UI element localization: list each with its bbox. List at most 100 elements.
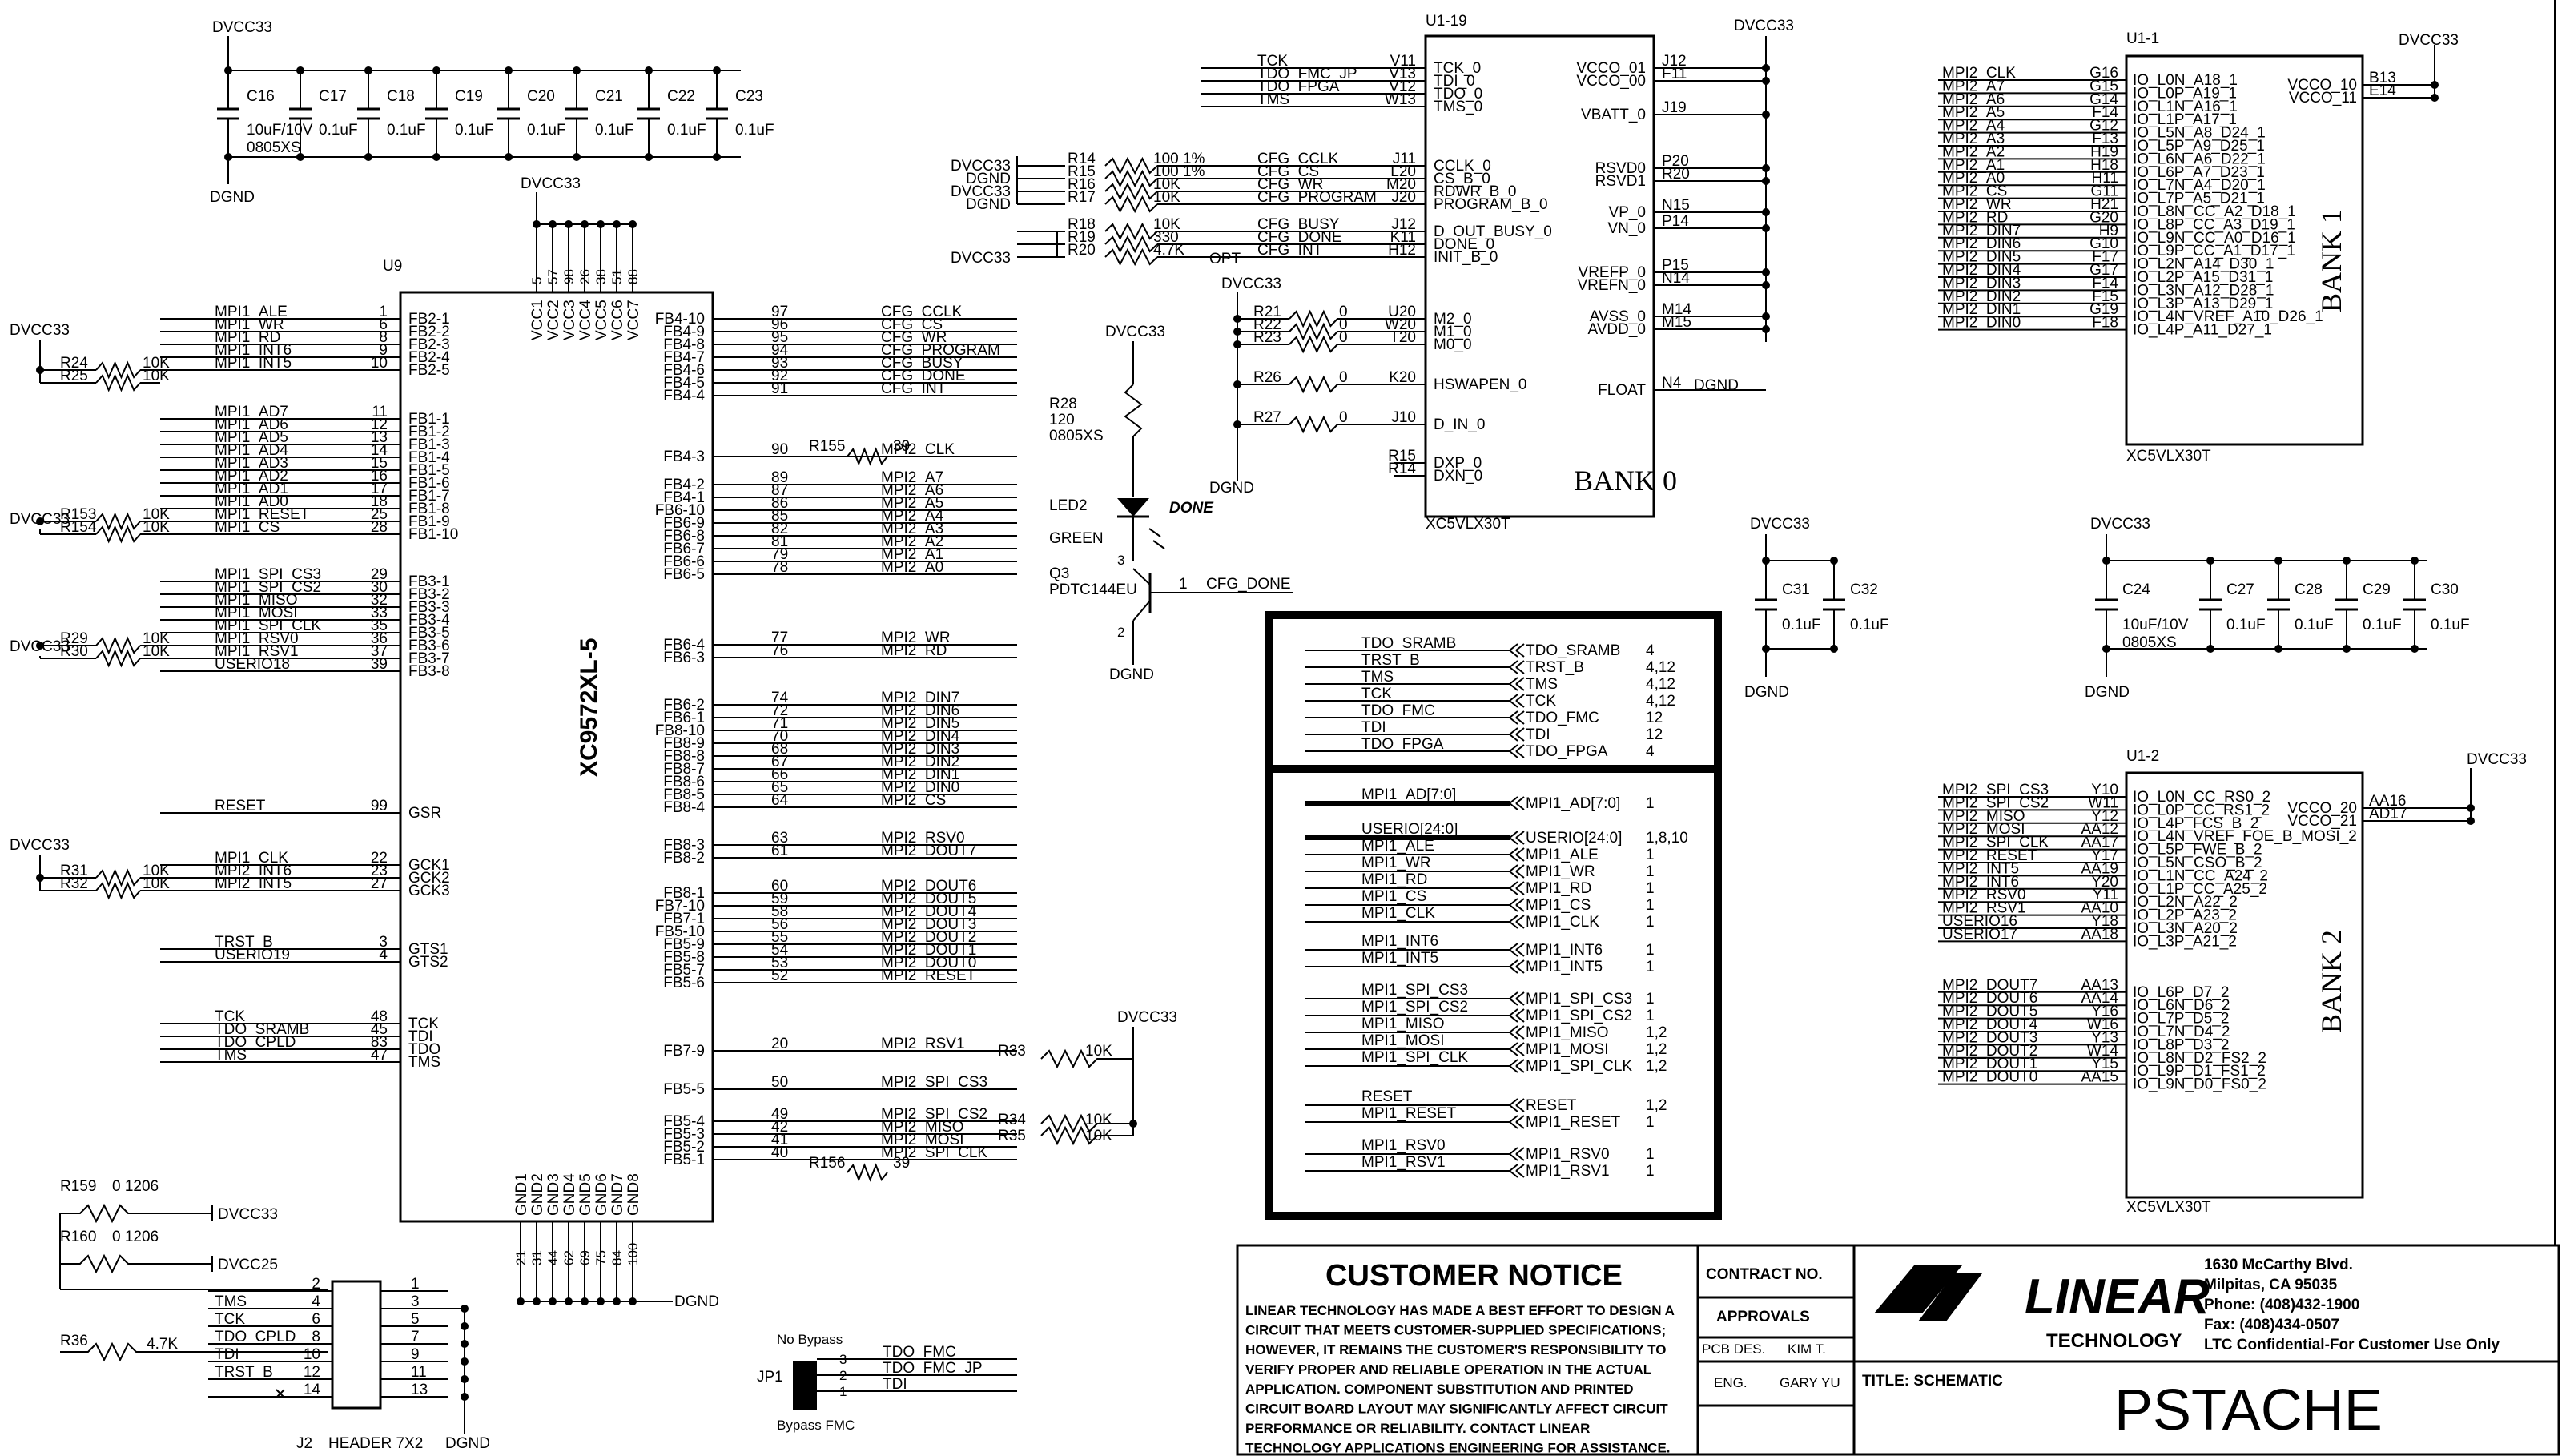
j2-left-pin: 6 [312, 1311, 320, 1328]
bank-pin-name: IO_L2P_A23_2 [2133, 907, 2237, 924]
u9-left-pinname: GCK1 [408, 857, 450, 874]
u9-gnd-pinname: GND3 [545, 1173, 562, 1216]
bank0-right-name: VREFN_0 [1577, 277, 1646, 294]
jtag-box-port: TDO_FPGA [1526, 743, 1608, 760]
mpi-box-pages: 1,2 [1646, 1058, 1667, 1075]
bank-pin-net: MPI2_DOUT2 [1942, 1043, 2037, 1060]
cap-ref: C21 [595, 88, 623, 105]
bank0-right-pin: N4 [1662, 375, 1682, 392]
u9-gnd-pinnum: 75 [593, 1250, 609, 1265]
pcb-des-name: KIM T. [1788, 1341, 1826, 1357]
u9-right-net: MPI2_SPI_CS2 [881, 1106, 987, 1123]
u9-vcc-pinnum: 5 [529, 277, 545, 284]
capacitor-c28 [2267, 561, 2290, 649]
mpi-box-port: MPI1_AD[7:0] [1526, 795, 1620, 812]
u9-right-net: MPI2_MOSI [881, 1132, 963, 1148]
pullup-val: 10K [143, 519, 170, 536]
capacitor-c29 [2335, 561, 2358, 649]
u9-right-pinnum: 60 [771, 878, 788, 895]
u9-left-net: MPI2_INT6 [215, 863, 292, 879]
j2-left-net: TDO_CPLD [215, 1329, 296, 1345]
jtag-box-pages: 4 [1646, 743, 1655, 760]
u9-vcc-pinnum: 26 [577, 269, 593, 284]
bank-pin-net: MPI2_DOUT6 [1942, 990, 2037, 1007]
u9-left-pinname: FB2-3 [408, 336, 450, 353]
u9-gnd-pinname: GND2 [529, 1173, 546, 1216]
capacitor-c27 [2199, 561, 2222, 649]
bank-pin-net: MPI2_A2 [1942, 143, 2005, 160]
u9-left-net: MPI1_AD2 [215, 468, 288, 485]
pullup-val: 10K [143, 630, 170, 647]
cap-val: 0.1uF [2431, 617, 2470, 633]
bank-pin-name: IO_L9N_CC_A0_D16_1 [2133, 230, 2296, 247]
bank-pin-name: IO_L6N_A6_D22_1 [2133, 151, 2266, 167]
cap-val: 0.1uF [2226, 617, 2266, 633]
capacitor-c19 [425, 70, 448, 157]
u9-right-pinname: FB8-2 [663, 850, 705, 867]
u9-left-pinname: FB1-1 [408, 411, 450, 428]
cap-ref: C29 [2363, 581, 2391, 598]
offpage-arrow-icon [1509, 991, 1525, 1006]
r159-ref: R159 [60, 1178, 96, 1195]
offpage-arrow-icon [1509, 1008, 1525, 1023]
u9-left-pinname: GSR [408, 805, 441, 822]
cfg-net: CFG_INT [1257, 242, 1323, 259]
u9-right-pinnum: 79 [771, 546, 788, 563]
bank-pin-net: MPI2_DIN4 [1942, 262, 2021, 279]
cap-pkg: 0805XS [247, 139, 301, 156]
cap-ref: C18 [387, 88, 415, 105]
r155-ref: R155 [809, 438, 845, 455]
bank0-right-pin: M14 [1662, 301, 1691, 318]
u9-left-pinnum: 33 [371, 605, 388, 621]
cfg-pin: L20 [1390, 163, 1416, 180]
u9-right-net: MPI2_A7 [881, 469, 943, 486]
mode-resistor-val: 0 [1339, 304, 1348, 320]
u9-left-pinname: FB1-2 [408, 424, 450, 440]
mpi-box-port: MPI1_MOSI [1526, 1041, 1608, 1058]
q3-pin2: 2 [1117, 625, 1124, 640]
mpi-box-port: MPI1_INT6 [1526, 942, 1603, 959]
mode-resistor-val: 0 [1339, 409, 1348, 426]
u9-left-pinnum: 27 [371, 875, 388, 892]
u9-right-pinnum: 67 [771, 754, 788, 770]
cap-ref: C31 [1782, 581, 1810, 598]
bank0-jtag-net: TDO_FMC_JP [1257, 66, 1357, 82]
mode-resistor-val: 0 [1339, 369, 1348, 386]
r156-ref: R156 [809, 1155, 845, 1172]
bank-pin-num: Y16 [2091, 1004, 2118, 1020]
jtag-box-pages: 4,12 [1646, 659, 1675, 676]
u9-vcc-pinname: VCC7 [625, 300, 642, 340]
jtag-box-net: TRST_B [1361, 652, 1420, 669]
mpi-box-pages: 1,8,10 [1646, 830, 1688, 847]
bank-pin-name: IO_L1N_A16_1 [2133, 99, 2238, 115]
mpi-box-net: MPI1_RSV0 [1361, 1137, 1446, 1154]
mpi-box-net: MPI1_INT5 [1361, 950, 1438, 967]
u9-right-pinnum: 92 [771, 368, 788, 384]
u9-left-pinname: FB1-6 [408, 475, 450, 492]
bank2-vcc: DVCC33 [2467, 751, 2527, 768]
mpi-box-net: MPI1_SPI_CLK [1361, 1049, 1468, 1066]
offpage-arrow-icon [1509, 864, 1525, 879]
j2-left-pin: 12 [304, 1364, 320, 1381]
u9-right-net: MPI2_A0 [881, 559, 943, 576]
pullup-group: DVCC33R15310KR15410K [10, 506, 170, 544]
bank0-right-pin: M15 [1662, 314, 1691, 331]
u9-left-pinname: GCK3 [408, 883, 450, 899]
bank0-jtag-name: TMS_0 [1434, 99, 1482, 115]
led-done-label: DONE [1169, 500, 1214, 517]
u9-left-pinnum: 18 [371, 493, 388, 510]
j2-left-net: TRST_B [215, 1364, 273, 1381]
j2-left-pin: 2 [312, 1276, 320, 1293]
bank-pin-num: H19 [2090, 143, 2118, 160]
bank-pin-num: Y15 [2091, 1056, 2118, 1072]
pullup-group: DVCC33R2910KR3010K [10, 630, 170, 668]
u9-right-net: MPI2_A5 [881, 495, 943, 512]
mpi-box-net: MPI1_RD [1361, 871, 1427, 888]
u9-left-pinnum: 3 [379, 934, 388, 951]
bank0-right-pin: J19 [1662, 99, 1687, 116]
bank-pin-net: MPI2_MISO [1942, 808, 2025, 825]
u9-right-pinnum: 86 [771, 495, 788, 512]
bank-pin-num: G16 [2089, 65, 2118, 82]
cap-val: 0.1uF [1850, 617, 1889, 633]
offpage-arrow-icon [1509, 1042, 1525, 1056]
